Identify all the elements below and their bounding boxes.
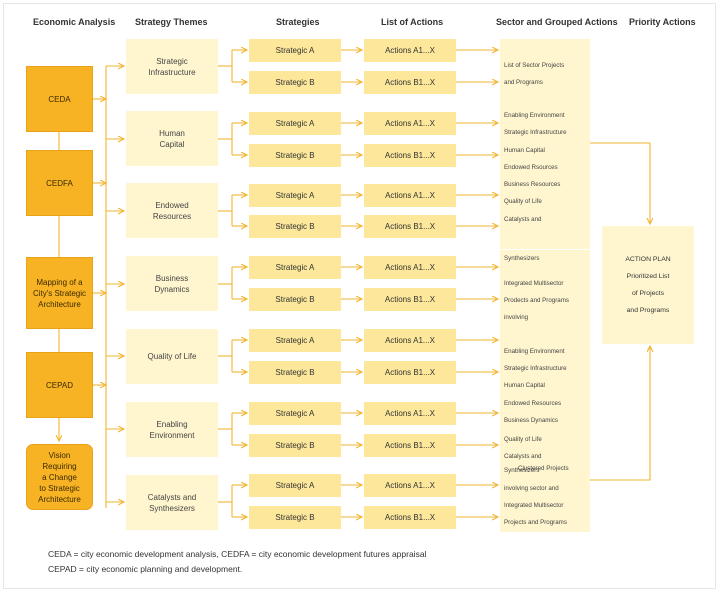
sector-line: Strategic Infrastructure (504, 129, 567, 137)
actions-a-5: Actions A1...X (364, 329, 456, 352)
sector-line: Human Capital (504, 146, 545, 154)
theme-catalysts-synthesizers: Catalysts and Synthesizers (126, 475, 218, 530)
header-list-of-actions: List of Actions (381, 17, 444, 27)
actions-b-7: Actions B1...X (364, 506, 456, 529)
sector-line: Integrated Multisector (504, 280, 564, 287)
action-plan-title: ACTION PLAN (625, 256, 671, 263)
actions-a-7: Actions A1...X (364, 474, 456, 497)
actions-b-2: Actions B1...X (364, 144, 456, 167)
strategy-a-3: Strategic A (249, 184, 341, 207)
sector-integrated-multisector: Synthesizers Integrated Multisector Prod… (500, 250, 590, 462)
strategy-b-2: Strategic B (249, 144, 341, 167)
header-priority-actions: Priority Actions (629, 17, 696, 27)
action-plan-line: Prioritized List (626, 273, 670, 280)
strategy-a-6: Strategic A (249, 402, 341, 425)
strategy-a-2: Strategic A (249, 112, 341, 135)
sector-line: Synthesizers (504, 467, 540, 474)
theme-human-capital: Human Capital (126, 111, 218, 166)
sector-line: involving (504, 314, 529, 321)
strategy-b-4: Strategic B (249, 288, 341, 311)
sector-line: Strategic Infrastructure (504, 365, 567, 373)
actions-a-6: Actions A1...X (364, 402, 456, 425)
strategy-a-7: Strategic A (249, 474, 341, 497)
cedfa-box: CEDFA (26, 150, 93, 216)
actions-b-4: Actions B1...X (364, 288, 456, 311)
actions-b-1: Actions B1...X (364, 71, 456, 94)
strategy-b-7: Strategic B (249, 506, 341, 529)
theme-endowed-resources: Endowed Resources (126, 183, 218, 238)
strategy-b-6: Strategic B (249, 434, 341, 457)
sector-line: Enabling Environment (504, 348, 565, 355)
sector-line: Quality of Life (504, 198, 542, 206)
footnote-line-1: CEDA = city economic development analysi… (48, 549, 427, 559)
sector-line: Business Dynamics (504, 416, 558, 424)
header-strategies: Strategies (276, 17, 320, 27)
theme-enabling-environment: Enabling Environment (126, 402, 218, 457)
strategy-a-5: Strategic A (249, 329, 341, 352)
sector-line: Endowed Rsources (504, 163, 558, 171)
actions-a-2: Actions A1...X (364, 112, 456, 135)
theme-strategic-infrastructure: Strategic Infrastructure (126, 39, 218, 94)
sector-line: List of Sector Projects (504, 62, 565, 69)
sector-line: Projects and Programs (504, 519, 567, 526)
arrow-connector (590, 142, 650, 224)
sector-line: and Programs (504, 79, 543, 86)
actions-b-6: Actions B1...X (364, 434, 456, 457)
actions-a-3: Actions A1...X (364, 184, 456, 207)
strategy-a-1: Strategic A (249, 39, 341, 62)
vision-box: Vision Requiring a Change to Strategic A… (26, 444, 93, 510)
mapping-box: Mapping of a City's Strategic Architectu… (26, 257, 93, 329)
action-plan-box: ACTION PLAN Prioritized List of Projects… (602, 226, 694, 344)
header-strategy-themes: Strategy Themes (135, 17, 208, 27)
theme-quality-of-life: Quality of Life (126, 329, 218, 384)
strategy-b-3: Strategic B (249, 215, 341, 238)
sector-line: Enabling Environment (504, 112, 565, 119)
header-sector-grouped-actions: Sector and Grouped Actions (496, 17, 618, 27)
sector-line: Integrated Multisector (504, 502, 564, 509)
actions-b-3: Actions B1...X (364, 215, 456, 238)
sector-line: Endowed Resources (504, 399, 562, 407)
strategy-b-5: Strategic B (249, 361, 341, 384)
arrow-connector (590, 346, 650, 481)
action-plan-line: of Projects (631, 290, 665, 297)
ceda-box: CEDA (26, 66, 93, 132)
sector-line: involving sector and (504, 485, 559, 492)
sector-line: Business Resources (504, 181, 561, 189)
sector-clustered-projects: Quality of Life Catalysts and Synthesize… (500, 436, 590, 532)
strategy-a-4: Strategic A (249, 256, 341, 279)
diagram-frame (3, 3, 716, 589)
sector-line: Synthesizers (504, 255, 540, 262)
sector-line: Clustered Projects (518, 465, 569, 472)
actions-b-5: Actions B1...X (364, 361, 456, 384)
footnote-line-2: CEPAD = city economic planning and devel… (48, 564, 243, 574)
action-plan-line: and Programs (626, 307, 670, 314)
cepad-box: CEPAD (26, 352, 93, 418)
theme-business-dynamics: Business Dynamics (126, 256, 218, 311)
sector-line: Human Capital (504, 382, 545, 390)
header-economic-analysis: Economic Analysis (33, 17, 116, 27)
sector-line: Catalysts and (504, 215, 542, 223)
sector-list-projects: List of Sector Projects and Programs Ena… (500, 39, 590, 249)
sector-line: Prodects and Programs (504, 297, 569, 304)
sector-line: Quality of Life (504, 436, 542, 443)
sector-line: Catalysts and (504, 453, 542, 460)
actions-a-1: Actions A1...X (364, 39, 456, 62)
strategy-b-1: Strategic B (249, 71, 341, 94)
actions-a-4: Actions A1...X (364, 256, 456, 279)
